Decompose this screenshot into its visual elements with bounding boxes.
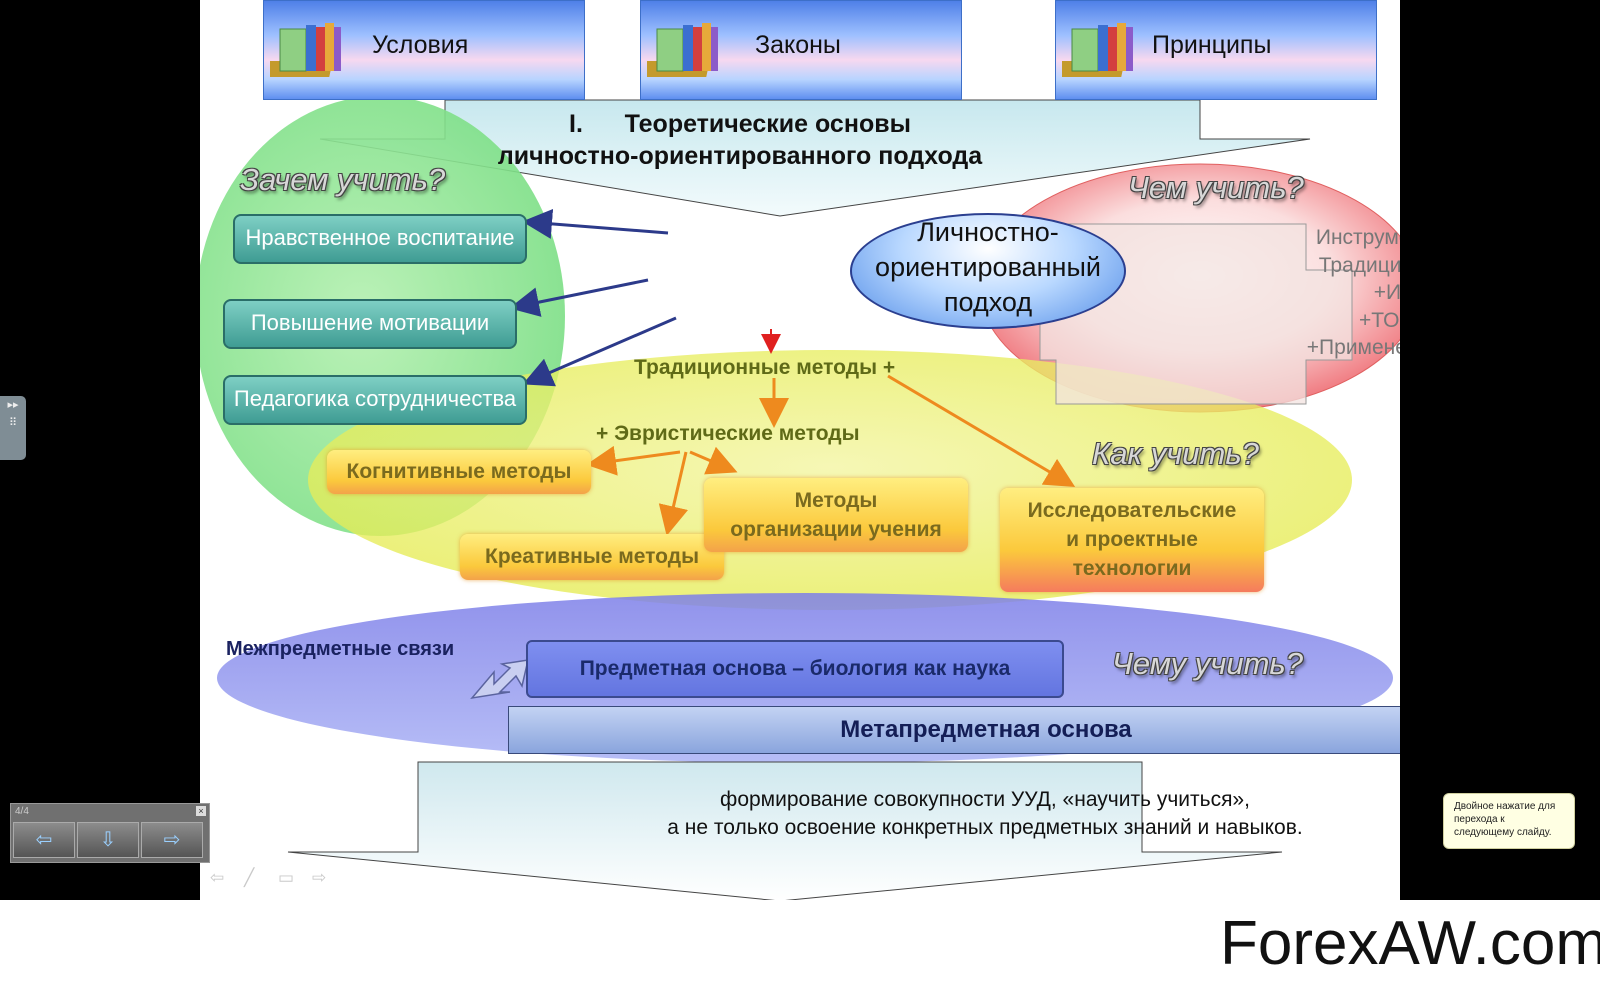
title-line-2: личностно-ориентированного подхода bbox=[497, 142, 983, 170]
org-line-1: Методы bbox=[794, 489, 878, 512]
instrument-line-4: +ТОГИС bbox=[1358, 308, 1400, 332]
previous-slide-button[interactable]: ⇦ bbox=[13, 822, 75, 858]
research-technologies-box[interactable]: Исследовательские и проектные технологии bbox=[1000, 488, 1264, 592]
approach-ellipse[interactable]: Личностно- ориентированный подход bbox=[850, 213, 1126, 329]
research-line-2: и проектные bbox=[1066, 528, 1198, 551]
books-icon bbox=[647, 23, 718, 77]
instrument-line-2: Традиционные + bbox=[1318, 253, 1400, 277]
cooperation-pedagogy-box[interactable]: Педагогика сотрудничества bbox=[223, 375, 527, 425]
subject-basis-box[interactable]: Предметная основа – биология как наука bbox=[526, 640, 1064, 698]
research-line-1: Исследовательские bbox=[1027, 499, 1237, 522]
close-icon[interactable]: × bbox=[196, 806, 206, 816]
menu-icon[interactable]: ▭ bbox=[278, 868, 295, 887]
next-slide-button[interactable]: ⇨ bbox=[141, 822, 203, 858]
org-line-2: организации учения bbox=[730, 518, 942, 541]
watermark: ForexAW.com bbox=[1220, 909, 1600, 978]
principles-box[interactable]: Принципы bbox=[1055, 0, 1377, 100]
next-slide-tooltip: Двойное нажатие для перехода к следующем… bbox=[1443, 793, 1575, 849]
instrument-text: Инструментарий: Традиционные + +ИКТ +ТОГ… bbox=[1250, 224, 1400, 362]
slide-panel-handle[interactable]: ▸▸⠿ bbox=[0, 396, 26, 460]
principles-label: Принципы bbox=[1152, 31, 1272, 59]
research-line-3: технологии bbox=[1072, 557, 1192, 580]
arrow-left-icon: ⇦ bbox=[35, 829, 53, 851]
list-down-icon: ⇩ bbox=[99, 829, 117, 851]
slide-title: I. Теоретические основы личностно-ориент… bbox=[440, 108, 1040, 172]
presentation-slide[interactable]: Условия Законы Принципы I. Теоретические… bbox=[200, 0, 1400, 900]
slide-counter: 4/4 bbox=[15, 806, 29, 817]
laws-box[interactable]: Законы bbox=[640, 0, 962, 100]
books-icon bbox=[1062, 23, 1133, 77]
pen-icon[interactable]: ╱ bbox=[244, 868, 255, 887]
laws-label: Законы bbox=[755, 31, 841, 59]
learning-organization-methods-box[interactable]: Методы организации учения bbox=[704, 478, 968, 552]
back-arrow-icon[interactable]: ⇦ bbox=[210, 868, 225, 887]
conditions-label: Условия bbox=[372, 31, 469, 59]
arrow-right-icon: ⇨ bbox=[163, 829, 181, 851]
conditions-box[interactable]: Условия bbox=[263, 0, 585, 100]
slide-navigation-panel: 4/4 × ⇦ ⇩ ⇨ bbox=[10, 803, 210, 863]
metasubject-basis-box[interactable]: Метапредметная основа bbox=[508, 706, 1400, 754]
approach-line-1: Личностно- bbox=[917, 217, 1059, 247]
question-why: Зачем учить? bbox=[240, 162, 446, 197]
motivation-box[interactable]: Повышение мотивации bbox=[223, 299, 517, 349]
cognitive-methods-box[interactable]: Когнитивные методы bbox=[327, 450, 591, 494]
books-icon bbox=[270, 23, 341, 77]
instrument-line-3: +ИКТ bbox=[1373, 281, 1400, 304]
interdisciplinary-label: Межпредметные связи bbox=[226, 638, 455, 660]
heuristic-methods-label: + Эвристические методы bbox=[596, 422, 860, 445]
left-black-margin bbox=[0, 0, 200, 900]
right-black-margin bbox=[1400, 0, 1600, 900]
question-with-what: Чем учить? bbox=[1128, 170, 1304, 205]
title-line-1: I. Теоретические основы bbox=[569, 110, 911, 138]
question-how: Как учить? bbox=[1092, 436, 1259, 471]
bottom-line-2: а не только освоение конкретных предметн… bbox=[667, 816, 1303, 839]
instrument-line-1: Инструментарий: bbox=[1315, 226, 1400, 249]
forward-arrow-icon[interactable]: ⇨ bbox=[312, 868, 327, 887]
presentation-tools: ⇦ ╱ ▭ ⇨ bbox=[210, 868, 350, 892]
bottom-summary: формирование совокупности УУД, «научить … bbox=[615, 786, 1355, 842]
traditional-methods-label: Традиционные методы + bbox=[634, 356, 896, 379]
slide-menu-button[interactable]: ⇩ bbox=[77, 822, 139, 858]
instrument-line-5: +Применение ЦОР bbox=[1306, 336, 1400, 359]
moral-education-box[interactable]: Нравственное воспитание bbox=[233, 214, 527, 264]
question-what: Чему учить? bbox=[1112, 646, 1303, 681]
creative-methods-box[interactable]: Креативные методы bbox=[460, 534, 724, 580]
bottom-line-1: формирование совокупности УУД, «научить … bbox=[720, 788, 1250, 811]
approach-line-2: ориентированный bbox=[875, 252, 1101, 282]
approach-line-3: подход bbox=[943, 287, 1033, 317]
